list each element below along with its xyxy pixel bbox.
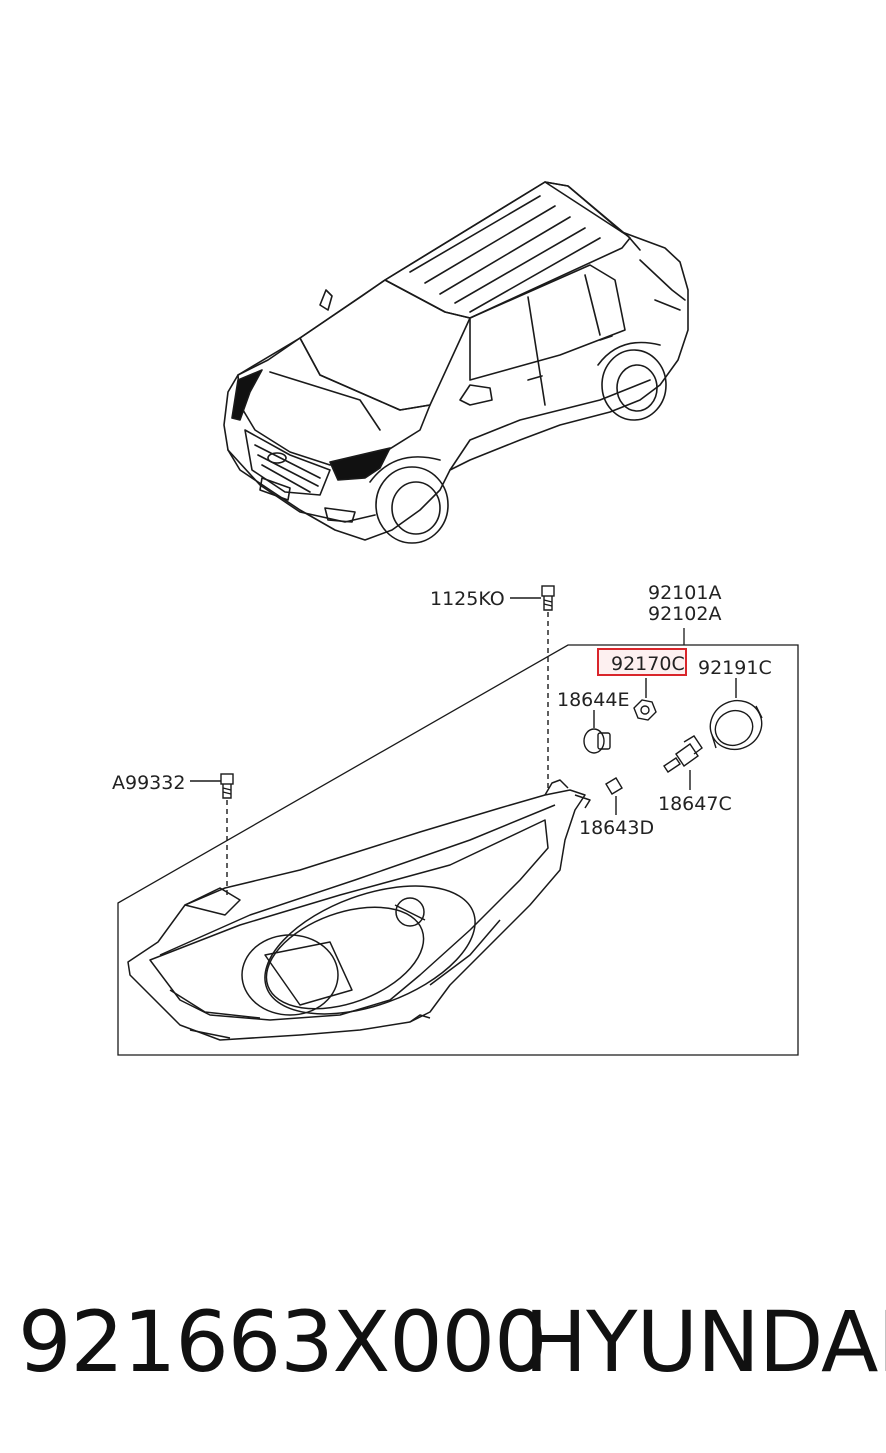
label-92191C: 92191C (698, 657, 772, 679)
label-18643D: 18643D (579, 817, 654, 839)
bulb-wedge (605, 777, 623, 815)
highlight-fill (599, 650, 685, 674)
label-A99332: A99332 (112, 772, 185, 794)
bolt-side (190, 773, 234, 895)
headlamp-box (117, 628, 799, 1056)
label-92170C: 92170C (611, 653, 685, 675)
part-number: 921663X000 (18, 1293, 548, 1391)
highlight-box (597, 648, 687, 676)
socket-part (633, 678, 657, 721)
label-18647C: 18647C (658, 793, 732, 815)
label-1125KO: 1125KO (430, 588, 505, 610)
bolt-top (510, 585, 555, 790)
headlamp-unit (127, 779, 591, 1041)
label-92101A: 92101A (648, 582, 721, 604)
label-18644E: 18644E (557, 689, 629, 711)
bulb-small (583, 710, 611, 754)
brand-name: HYUNDAI (524, 1293, 886, 1391)
dust-cap (709, 678, 763, 751)
label-92102A: 92102A (648, 603, 721, 625)
bulb-main (663, 735, 703, 790)
vehicle-illustration (223, 181, 689, 544)
